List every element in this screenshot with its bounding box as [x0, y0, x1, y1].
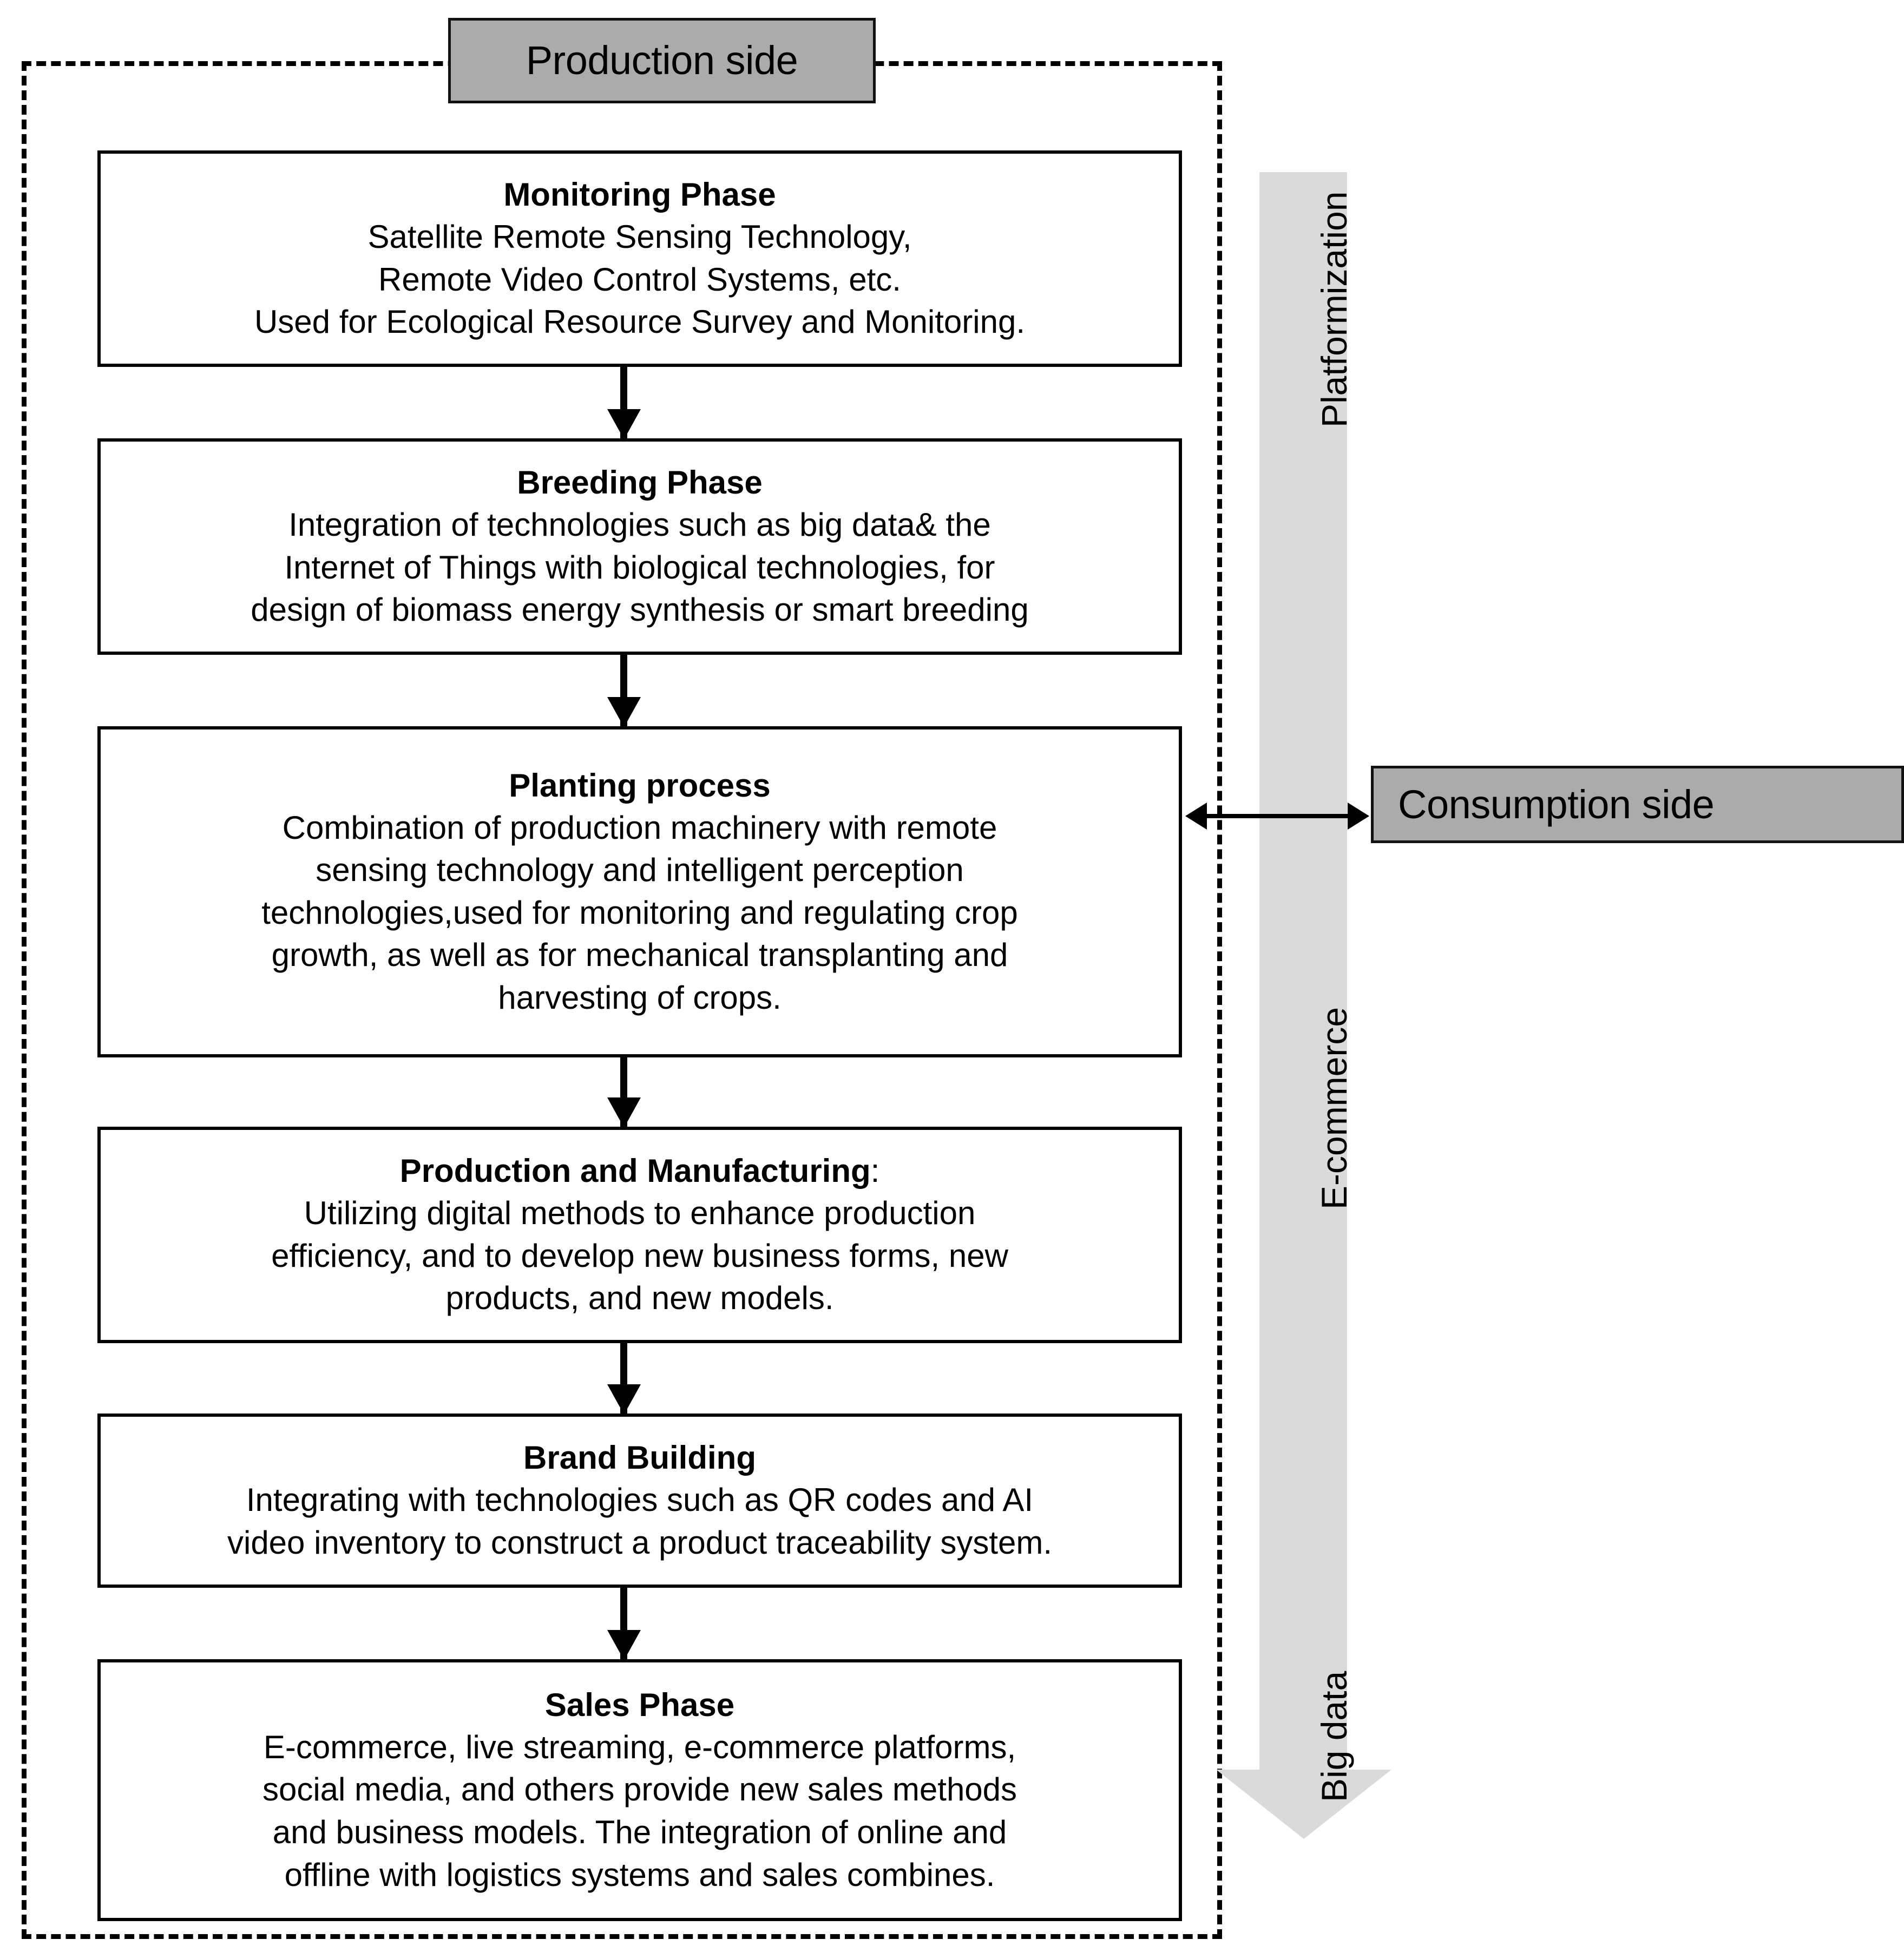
production-side-label: Production side — [448, 18, 876, 103]
flow-arrow-brand-to-sales — [620, 1588, 627, 1659]
production-consumption-exchange-arrow — [1185, 800, 1369, 832]
phase-box-production-manufacturing[interactable]: Production and Manufacturing: Utilizing … — [97, 1127, 1182, 1343]
consumption-side-label: Consumption side — [1371, 766, 1904, 843]
phase-title-production-manufacturing: Production and Manufacturing: — [400, 1150, 880, 1192]
phase-body-planting: Combination of production machinery with… — [261, 809, 1018, 1016]
phase-title-text: Brand Building — [523, 1439, 756, 1476]
phase-title-text: Sales Phase — [544, 1686, 735, 1723]
phase-box-planting[interactable]: Planting process Combination of producti… — [97, 726, 1182, 1057]
platformization-arrow-shaft — [1259, 172, 1347, 1771]
phase-box-breeding[interactable]: Breeding Phase Integration of technologi… — [97, 438, 1182, 655]
phase-title-brand-building: Brand Building — [523, 1437, 756, 1479]
phase-body-breeding: Integration of technologies such as big … — [251, 507, 1029, 628]
side-arrow-label-big-data: Big data — [1314, 1671, 1354, 1802]
production-side-label-text: Production side — [526, 38, 798, 83]
phase-title-planting: Planting process — [509, 765, 770, 807]
flow-arrow-planting-to-production — [620, 1057, 627, 1127]
phase-body-production-manufacturing: Utilizing digital methods to enhance pro… — [271, 1195, 1008, 1317]
phase-body-brand-building: Integrating with technologies such as QR… — [227, 1482, 1053, 1561]
arrow-shaft — [1199, 814, 1355, 818]
phase-title-text: Monitoring Phase — [503, 176, 776, 213]
phase-body-monitoring: Satellite Remote Sensing Technology, Rem… — [254, 219, 1026, 340]
side-arrow-label-e-commerce: E-commerce — [1314, 1007, 1354, 1209]
phase-title-text: Planting process — [509, 767, 771, 804]
phase-body-sales: E-commerce, live streaming, e-commerce p… — [262, 1728, 1017, 1893]
flow-arrow-monitoring-to-breeding — [620, 367, 627, 438]
phase-title-breeding: Breeding Phase — [517, 462, 763, 504]
phase-box-brand-building[interactable]: Brand Building Integrating with technolo… — [97, 1414, 1182, 1588]
side-arrow-label-platformization: Platformization — [1314, 191, 1354, 428]
flow-arrow-production-to-brand — [620, 1343, 627, 1414]
arrow-head-right-icon — [1348, 803, 1369, 830]
phase-box-monitoring[interactable]: Monitoring Phase Satellite Remote Sensin… — [97, 150, 1182, 367]
consumption-side-label-text: Consumption side — [1398, 781, 1715, 827]
phase-title-text: Production and Manufacturing — [399, 1153, 871, 1189]
phase-title-suffix: : — [870, 1153, 880, 1189]
phase-title-monitoring: Monitoring Phase — [503, 174, 776, 216]
flow-arrow-breeding-to-planting — [620, 655, 627, 726]
phase-title-text: Breeding Phase — [517, 464, 763, 501]
phase-title-sales: Sales Phase — [545, 1684, 734, 1726]
platformization-arrow-head-icon — [1216, 1770, 1391, 1839]
phase-box-sales[interactable]: Sales Phase E-commerce, live streaming, … — [97, 1659, 1182, 1921]
